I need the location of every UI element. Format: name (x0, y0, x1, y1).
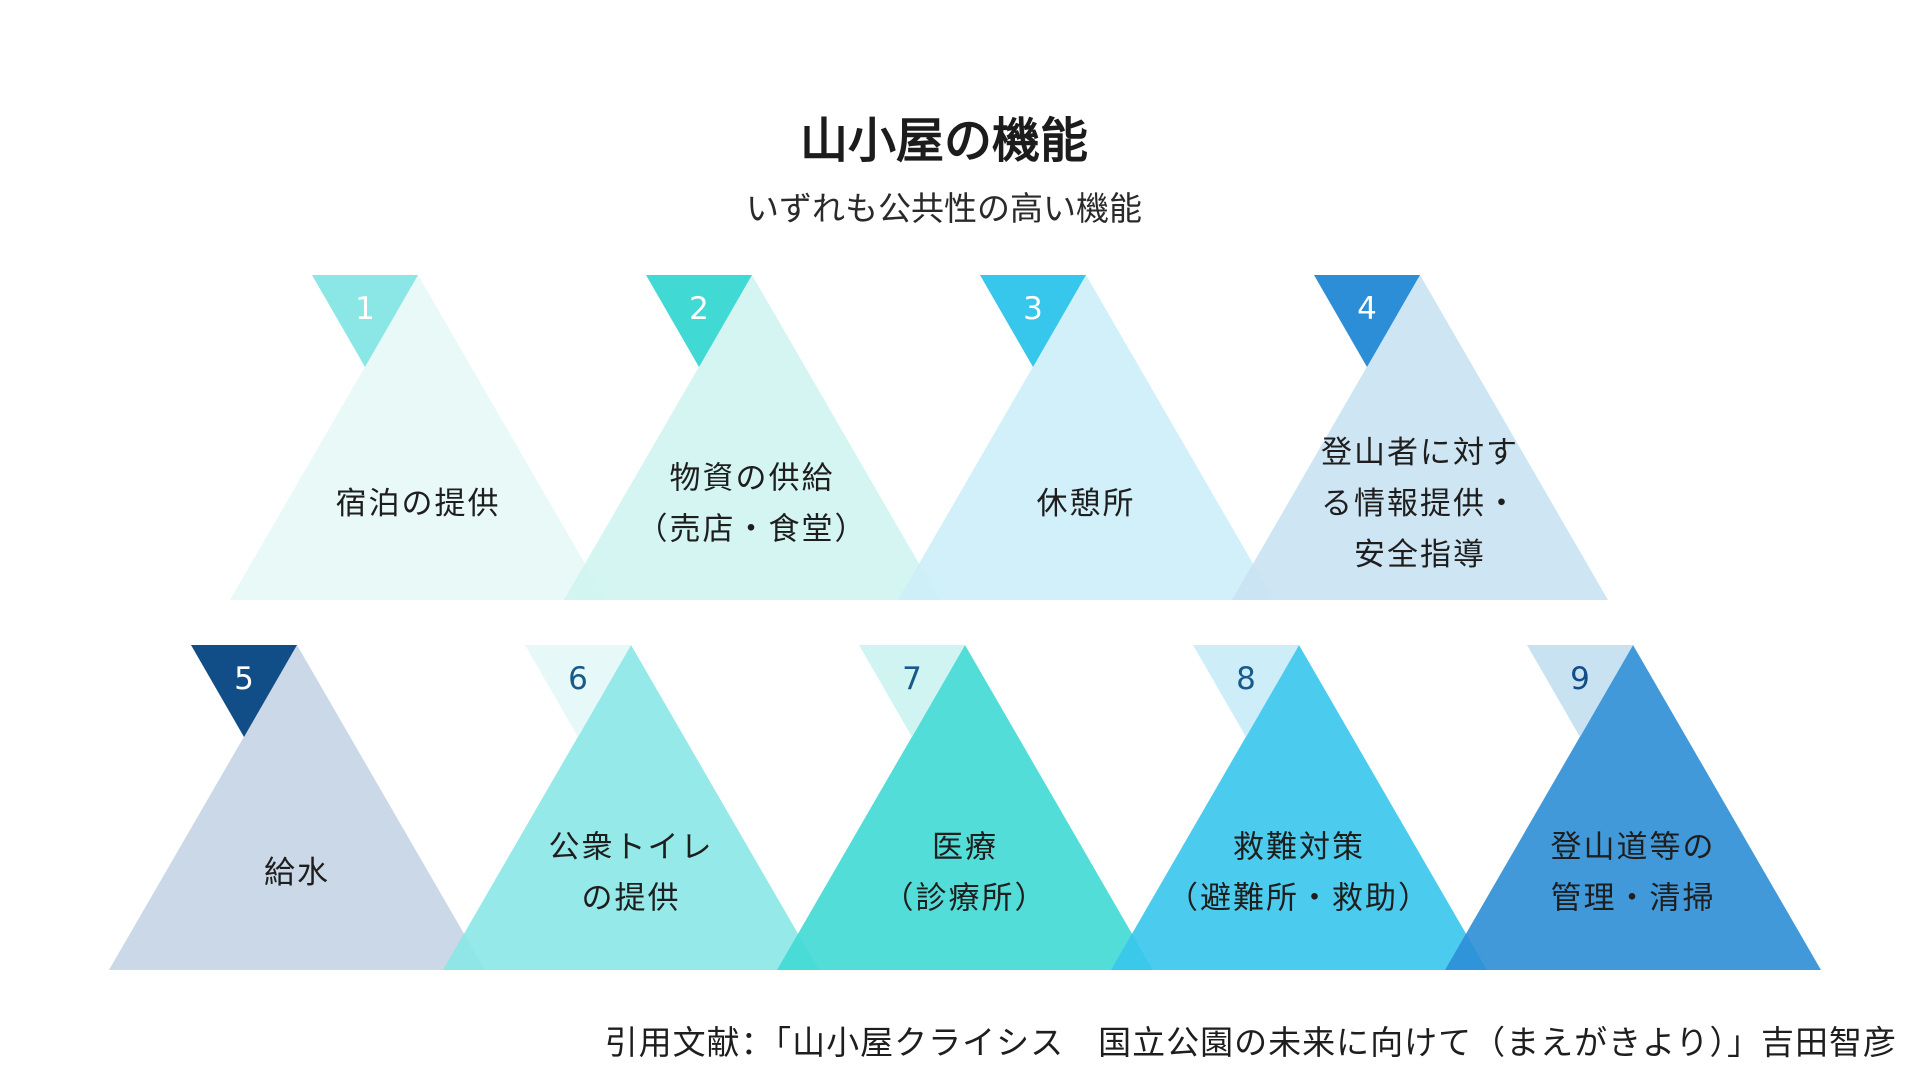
function-label-line: 登山者に対す (1321, 435, 1519, 471)
triangle-grid: 1 宿泊の提供 2 物資の供給 （売店・食堂） 3 休憩所 4 登山者に対する情報提供・安全指導… (109, 275, 1821, 970)
function-label-line: の提供 (582, 881, 681, 917)
function-label-line: 管理・清掃 (1551, 881, 1716, 917)
number-marker (980, 275, 1086, 367)
function-number: 6 (568, 661, 588, 697)
number-marker (191, 645, 297, 737)
function-number: 4 (1357, 291, 1377, 327)
function-label-line: （売店・食堂） (637, 512, 868, 548)
function-label-line: 安全指導 (1354, 537, 1486, 573)
function-triangle (443, 645, 819, 970)
function-triangle (564, 275, 940, 600)
function-label-line: （診療所） (883, 881, 1048, 917)
function-triangle (1445, 645, 1821, 970)
citation-text: 引用文献：「山小屋クライシス 国立公園の未来に向けて（まえがきより）」吉田智彦 (605, 1023, 1897, 1062)
function-triangle (1232, 275, 1608, 600)
page-subtitle: いずれも公共性の高い機能 (746, 189, 1142, 228)
function-number: 1 (355, 291, 375, 327)
number-marker (312, 275, 418, 367)
page-title: 山小屋の機能 (800, 113, 1088, 169)
function-label-line: 宿泊の提供 (336, 486, 501, 522)
number-marker (859, 645, 965, 737)
function-label-line: （避難所・救助） (1167, 881, 1431, 917)
function-number: 3 (1023, 291, 1043, 327)
number-marker (1193, 645, 1299, 737)
function-triangle (898, 275, 1274, 600)
function-label-line: 登山道等の (1551, 830, 1716, 866)
number-marker (1314, 275, 1420, 367)
function-triangle (777, 645, 1153, 970)
function-number: 8 (1236, 661, 1256, 697)
function-label-line: 公衆トイレ (549, 830, 714, 866)
function-triangle (109, 645, 485, 970)
function-number: 5 (234, 661, 254, 697)
function-number: 2 (689, 291, 709, 327)
function-number: 7 (902, 661, 922, 697)
function-label-line: 医療 (932, 830, 998, 866)
function-triangle (230, 275, 606, 600)
number-marker (525, 645, 631, 737)
function-triangle (1111, 645, 1487, 970)
function-number: 9 (1570, 661, 1590, 697)
number-marker (646, 275, 752, 367)
function-label-line: 救難対策 (1233, 830, 1365, 866)
function-label-line: 給水 (264, 855, 330, 891)
function-label-line: 物資の供給 (670, 461, 835, 497)
function-label-line: 休憩所 (1037, 486, 1136, 522)
function-label-line: る情報提供・ (1321, 486, 1519, 522)
number-marker (1527, 645, 1633, 737)
